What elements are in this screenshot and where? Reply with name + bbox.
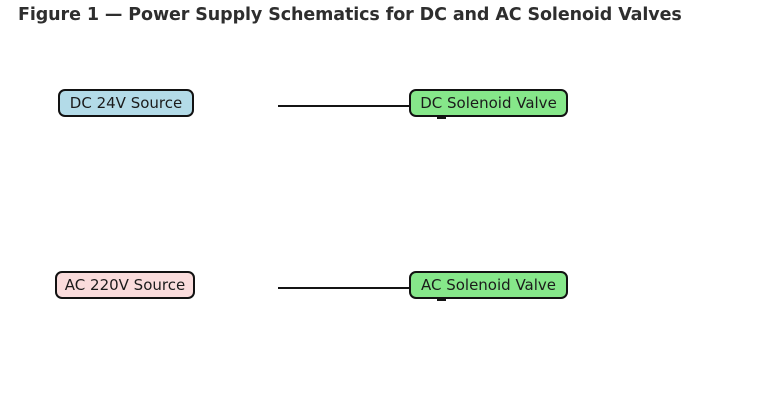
node-ac-valve-label: AC Solenoid Valve — [420, 275, 557, 294]
node-ac-source-label: AC 220V Source — [64, 275, 186, 294]
node-dc-solenoid-valve[interactable]: DC Solenoid Valve — [409, 89, 568, 117]
node-dc-source[interactable]: DC 24V Source — [58, 89, 194, 117]
node-ac-solenoid-valve[interactable]: AC Solenoid Valve — [409, 271, 568, 299]
node-dc-source-label: DC 24V Source — [69, 93, 183, 112]
connector-dc-source-to-valve — [278, 105, 411, 107]
node-dc-valve-label: DC Solenoid Valve — [420, 93, 557, 112]
connector-stub-dc-valve — [437, 117, 446, 119]
node-ac-source[interactable]: AC 220V Source — [55, 271, 195, 299]
figure-title: Figure 1 — Power Supply Schematics for D… — [18, 5, 682, 25]
connector-stub-ac-valve — [437, 299, 446, 301]
connector-ac-source-to-valve — [278, 287, 411, 289]
